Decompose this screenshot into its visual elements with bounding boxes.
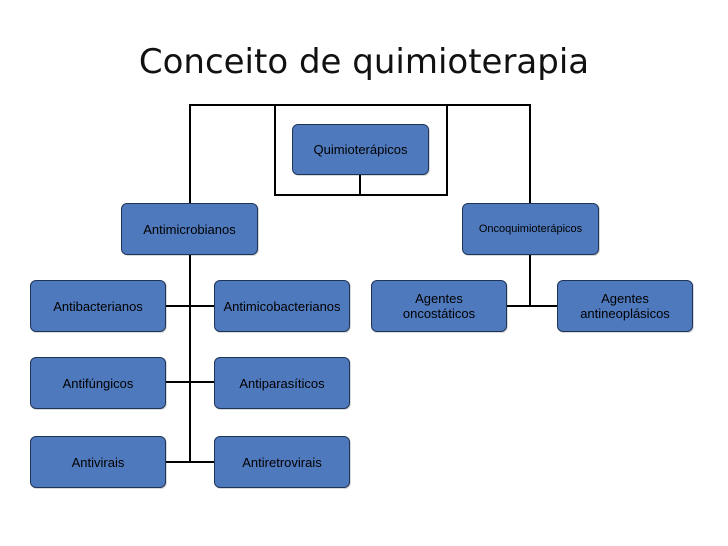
- top-frame-line: [189, 104, 531, 205]
- node-antiretrovirais[interactable]: Antiretrovirais: [214, 436, 350, 488]
- node-agentes-oncostaticos[interactable]: Agentes oncostáticos: [371, 280, 507, 332]
- node-antimicobacterianos[interactable]: Antimicobacterianos: [214, 280, 350, 332]
- node-antivirais[interactable]: Antivirais: [30, 436, 166, 488]
- node-antibacterianos[interactable]: Antibacterianos: [30, 280, 166, 332]
- node-antimicrobianos[interactable]: Antimicrobianos: [121, 203, 258, 255]
- page-title: Conceito de quimioterapia: [138, 42, 590, 82]
- node-agentes-antineoplasicos[interactable]: Agentes antineoplásicos: [557, 280, 693, 332]
- node-oncoquimioterapicos[interactable]: Oncoquimioterápicos: [462, 203, 599, 255]
- node-antiparasiticos[interactable]: Antiparasíticos: [214, 357, 350, 409]
- node-quimioterapicos[interactable]: Quimioterápicos: [292, 124, 429, 175]
- node-antifungicos[interactable]: Antifúngicos: [30, 357, 166, 409]
